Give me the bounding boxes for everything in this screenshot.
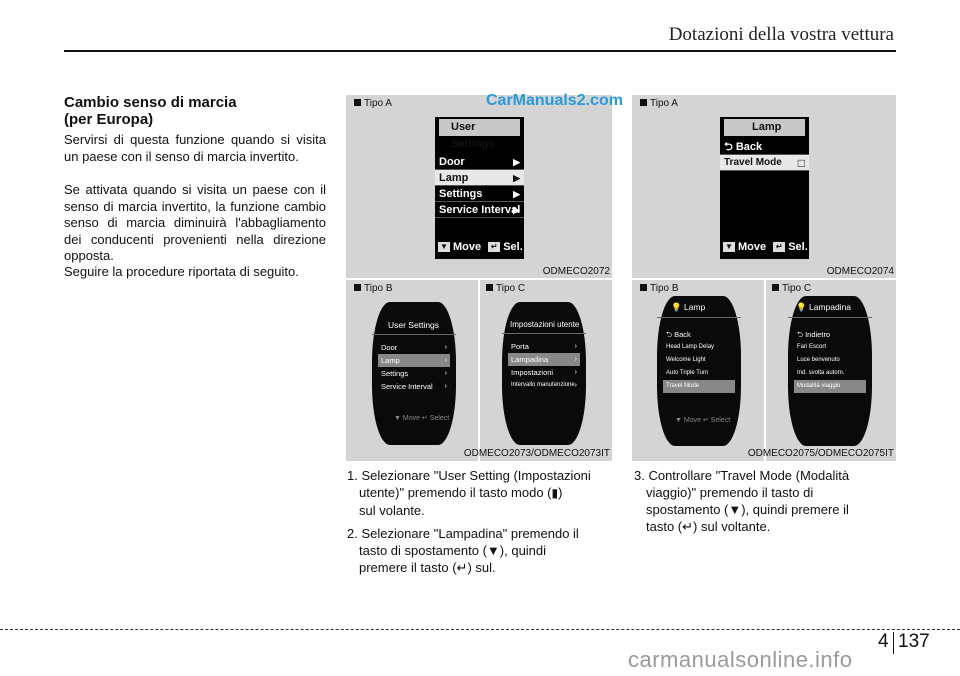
down-arrow-icon: ▼ xyxy=(728,502,742,517)
step-1-line: utente)" premendo il tasto modo (▮) xyxy=(359,485,563,500)
header-rule xyxy=(64,50,896,52)
menu-item: Ind. svolta autom. xyxy=(797,370,845,376)
step-list-left: 1. Selezionare "User Setting (Impostazio… xyxy=(347,467,611,576)
step-2-line: premere il tasto (↵) sul. xyxy=(359,560,496,575)
display-type-c: 💡 Lampadina ⮌ Indietro Fari Escort Luce … xyxy=(788,296,872,446)
menu-item-lampadina: Lampadina› xyxy=(508,353,580,366)
display-header: 💡 Lamp xyxy=(657,296,741,318)
display-button-bar: ▼Move ↵Sel. xyxy=(723,241,808,253)
menu-item: ⮌ Indietro xyxy=(797,330,831,339)
figure-code: ODMECO2074 xyxy=(826,266,894,277)
menu-item-impostazioni: Impostazioni› xyxy=(511,368,577,377)
menu-item-travel-mode: Travel Mode xyxy=(663,380,735,393)
menu-item-lamp: Lamp› xyxy=(378,354,450,367)
display-type-a: Lamp ⮌ Back Travel Mode□ ▼Move ↵Sel. xyxy=(720,117,809,259)
section-title-line1: Cambio senso di marcia xyxy=(64,94,237,111)
chapter-number: 4 xyxy=(878,631,889,652)
menu-item: Luce benvenuto xyxy=(797,357,840,363)
figure-code: ODMECO2072 xyxy=(542,266,610,277)
figure-divider xyxy=(346,278,612,280)
enter-icon: ↵ xyxy=(456,560,468,575)
menu-item-settings: Settings▶ xyxy=(435,186,524,202)
menu-item: Welcome Light xyxy=(666,357,706,363)
display-header: User Settings xyxy=(372,302,456,335)
enter-icon: ↵ xyxy=(682,519,694,534)
menu-item-service-interval: Service Interval› xyxy=(381,382,447,391)
type-b-label: Tipo B xyxy=(640,283,679,294)
down-arrow-icon: ▼ xyxy=(723,242,735,253)
page-number-divider xyxy=(893,632,894,654)
section-title: Cambio senso di marcia (per Europa) xyxy=(64,94,334,128)
menu-item-door: Door▶ xyxy=(435,154,524,170)
watermark-top: CarManuals2.com xyxy=(486,92,623,109)
enter-icon: ↵ xyxy=(773,242,786,253)
checkbox-icon: □ xyxy=(797,156,805,170)
step-3-line: 3. Controllare "Travel Mode (Modalità xyxy=(634,468,850,483)
down-arrow-icon: ▼ xyxy=(486,543,500,558)
display-type-b: User Settings Door› Lamp› Settings› Serv… xyxy=(372,302,456,445)
display-type-c: Impostazioni utente Porta› Lampadina› Im… xyxy=(502,302,586,445)
menu-item-intervallo: Intervallo manutenzione› xyxy=(511,382,577,389)
step-1-line: sul volante. xyxy=(359,503,425,518)
type-c-label: Tipo C xyxy=(486,283,525,294)
display-header: User Settings xyxy=(439,119,520,150)
page-number: 137 xyxy=(898,631,930,652)
paragraph: Seguire la procedure riportata di seguit… xyxy=(64,264,299,279)
menu-item-service-interval: Service Interval▶ xyxy=(435,202,524,218)
section-title-line2: (per Europa) xyxy=(64,111,154,128)
figure-divider xyxy=(632,278,896,280)
type-b-label: Tipo B xyxy=(354,283,393,294)
menu-item-settings: Settings› xyxy=(381,369,447,378)
type-a-label: Tipo A xyxy=(354,98,392,109)
mode-button-icon: ▮ xyxy=(551,486,559,500)
display-footer: ▼ Move ↵ Select xyxy=(675,417,731,424)
step-2-line: 2. Selezionare "Lampadina" premendo il xyxy=(347,526,579,541)
menu-item-travel-mode: Travel Mode□ xyxy=(720,155,809,171)
figure-divider xyxy=(764,280,766,461)
enter-icon: ↵ xyxy=(488,242,501,253)
display-button-bar: ▼Move ↵Sel. xyxy=(438,241,523,253)
footer-rule xyxy=(0,629,960,630)
menu-item: Auto Triple Turn xyxy=(666,370,709,376)
paragraph: Servirsi di questa funzione quando si vi… xyxy=(64,132,326,164)
menu-item: ⮌ Back xyxy=(666,330,691,339)
display-footer: ▼ Move ↵ Select xyxy=(394,415,450,422)
lightbulb-icon: 💡 xyxy=(671,302,682,312)
type-a-label: Tipo A xyxy=(640,98,678,109)
step-3-line: spostamento (▼), quindi premere il xyxy=(646,502,849,517)
step-1-line: 1. Selezionare "User Setting (Impostazio… xyxy=(347,468,591,483)
watermark-bottom: carmanualsonline.info xyxy=(628,647,853,672)
display-type-b: 💡 Lamp ⮌ Back Head Lamp Delay Welcome Li… xyxy=(657,296,741,446)
down-arrow-icon: ▼ xyxy=(438,242,450,253)
menu-item: Head Lamp Delay xyxy=(666,344,715,350)
figure-divider xyxy=(478,280,480,461)
step-3-line: tasto (↵) sul voltante. xyxy=(646,519,771,534)
figure-code: ODMECO2073/ODMECO2073IT xyxy=(463,448,610,459)
menu-item-porta: Porta› xyxy=(511,342,577,351)
menu-item-door: Door› xyxy=(381,343,447,352)
menu-item-lamp: Lamp▶ xyxy=(435,170,524,186)
menu-item-back: ⮌ Back xyxy=(720,139,809,155)
step-list-right: 3. Controllare "Travel Mode (Modalità vi… xyxy=(634,467,898,535)
menu-item: Fari Escort xyxy=(797,344,827,350)
menu-item-modalita-viaggio: Modalità viaggio xyxy=(794,380,866,393)
display-type-a: User Settings Door▶ Lamp▶ Settings▶ Serv… xyxy=(435,117,524,259)
step-2-line: tasto di spostamento (▼), quindi xyxy=(359,543,547,558)
display-header: Lamp xyxy=(724,119,805,136)
display-header: Impostazioni utente xyxy=(502,302,586,334)
type-c-label: Tipo C xyxy=(772,283,811,294)
section-header-title: Dotazioni della vostra vettura xyxy=(668,24,894,45)
paragraph: Se attivata quando si visita un paese co… xyxy=(64,182,326,263)
lightbulb-icon: 💡 xyxy=(796,302,807,312)
step-3-line: viaggio)" premendo il tasto di xyxy=(646,485,814,500)
display-header: 💡 Lampadina xyxy=(788,296,872,318)
figure-code: ODMECO2075/ODMECO2075IT xyxy=(747,448,894,459)
